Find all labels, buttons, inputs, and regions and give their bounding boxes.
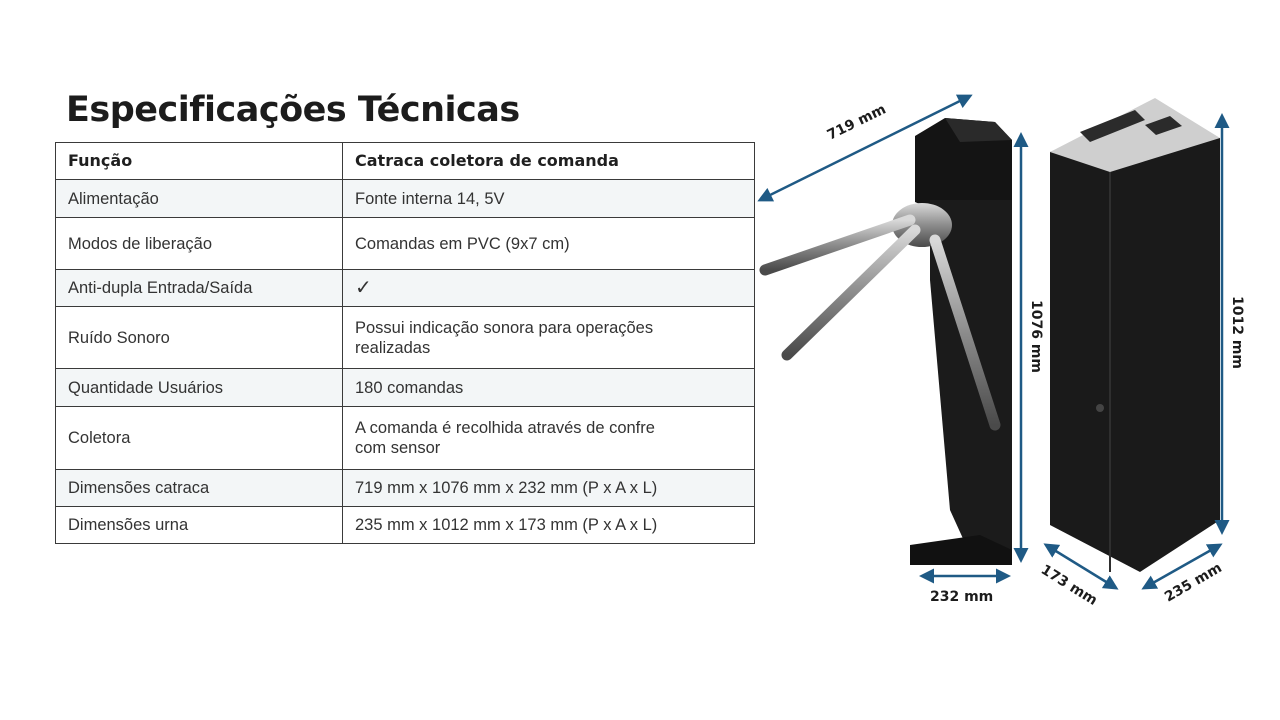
row-label: Dimensões urna	[55, 506, 343, 544]
urn-top	[1050, 98, 1220, 172]
dimension-arrow	[1141, 543, 1223, 590]
table-row: Anti-dupla Entrada/Saída ✓	[55, 269, 755, 307]
turnstile-base	[910, 535, 1012, 565]
specs-table: Função Catraca coletora de comanda Alime…	[55, 142, 755, 544]
table-header-row: Função Catraca coletora de comanda	[55, 142, 755, 180]
urn-slot	[1080, 110, 1145, 142]
row-label: Modos de liberação	[55, 217, 343, 270]
row-value: 235 mm x 1012 mm x 173 mm (P x A x L)	[342, 506, 755, 544]
dimension-label-urn-width: 235 mm	[1162, 560, 1225, 605]
row-label: Anti-dupla Entrada/Saída	[55, 269, 343, 307]
table-row: Coletora A comanda é recolhida através d…	[55, 406, 755, 470]
header-cell-product: Catraca coletora de comanda	[342, 142, 755, 180]
row-value: 180 comandas	[342, 368, 755, 407]
dimension-label-depth: 719 mm	[825, 101, 889, 143]
row-value: A comanda é recolhida através de confre …	[342, 406, 755, 470]
row-value: 719 mm x 1076 mm x 232 mm (P x A x L)	[342, 469, 755, 507]
table-row: Quantidade Usuários 180 comandas	[55, 368, 755, 407]
turnstile-image	[759, 118, 1012, 565]
urn-lock	[1096, 404, 1104, 412]
row-label: Alimentação	[55, 179, 343, 218]
dimension-label-width: 232 mm	[930, 589, 993, 605]
dimension-label-height: 1076 mm	[1028, 300, 1044, 373]
urn-image	[1050, 98, 1220, 572]
row-value: Comandas em PVC (9x7 cm)	[342, 217, 755, 270]
table-row: Modos de liberação Comandas em PVC (9x7 …	[55, 217, 755, 270]
check-mark-icon: ✓	[342, 269, 755, 307]
turnstile-arm	[759, 214, 916, 276]
row-value: Fonte interna 14, 5V	[342, 179, 755, 218]
row-label: Dimensões catraca	[55, 469, 343, 507]
row-value: Possui indicação sonora para operações r…	[342, 306, 755, 369]
table-row: Dimensões urna 235 mm x 1012 mm x 173 mm…	[55, 506, 755, 544]
table-row: Dimensões catraca 719 mm x 1076 mm x 232…	[55, 469, 755, 507]
table-row: Alimentação Fonte interna 14, 5V	[55, 179, 755, 218]
dimension-label-urn-depth: 173 mm	[1038, 562, 1100, 609]
turnstile-arm	[781, 224, 921, 361]
dimension-label-urn-height: 1012 mm	[1229, 296, 1245, 369]
row-label: Ruído Sonoro	[55, 306, 343, 369]
row-label: Coletora	[55, 406, 343, 470]
product-illustration: 719 mm 1076 mm 232 mm 1012 mm 173 mm 235…	[757, 94, 1245, 609]
urn-body	[1050, 128, 1220, 572]
dimension-arrow	[1043, 543, 1119, 590]
dimension-arrow	[757, 94, 973, 202]
table-row: Ruído Sonoro Possui indicação sonora par…	[55, 306, 755, 369]
urn-sensor	[1145, 116, 1182, 135]
page-title: Especificações Técnicas	[66, 90, 520, 130]
header-cell-function: Função	[55, 142, 343, 180]
turnstile-arm	[929, 234, 1001, 431]
row-label: Quantidade Usuários	[55, 368, 343, 407]
